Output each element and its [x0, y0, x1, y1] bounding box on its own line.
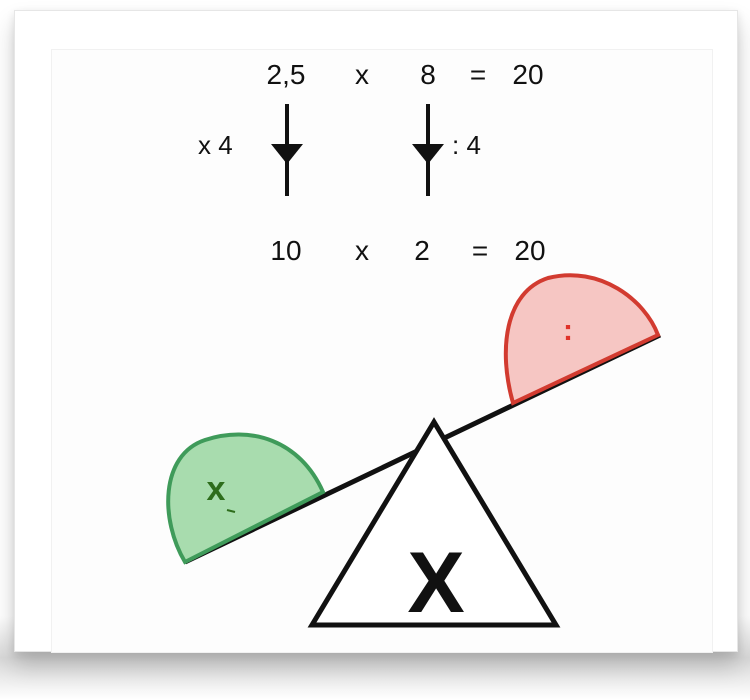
eq-top-op: x — [355, 59, 369, 90]
eq-top-equals: = — [470, 59, 486, 90]
equation-bottom: 10 x 2 = 20 — [270, 235, 545, 266]
eq-bottom-result: 20 — [514, 235, 545, 266]
eq-top-a: 2,5 — [267, 59, 306, 90]
fulcrum-label: X — [407, 535, 464, 631]
equation-top: 2,5 x 8 = 20 — [267, 59, 544, 90]
eq-top-result: 20 — [512, 59, 543, 90]
eq-bottom-op: x — [355, 235, 369, 266]
eq-bottom-equals: = — [472, 235, 488, 266]
right-operation-label: : 4 — [452, 130, 481, 160]
left-pan-label: x — [207, 470, 226, 508]
eq-bottom-a: 10 — [270, 235, 301, 266]
eq-bottom-b: 2 — [414, 235, 430, 266]
eq-top-b: 8 — [420, 59, 436, 90]
left-arrow — [271, 104, 303, 196]
right-pan-label: : — [563, 314, 573, 347]
right-pan — [506, 275, 658, 403]
left-pan — [168, 434, 323, 562]
left-operation-label: x 4 — [198, 130, 233, 160]
right-arrow — [412, 104, 444, 196]
